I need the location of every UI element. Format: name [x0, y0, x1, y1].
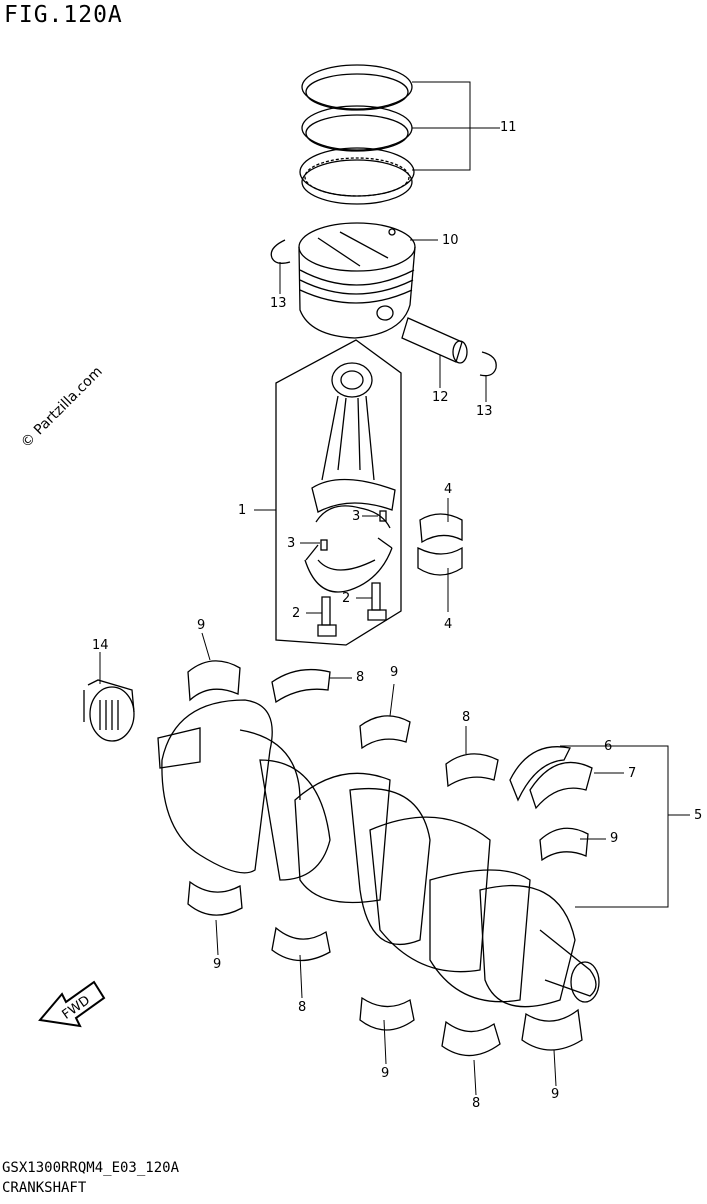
- callout-9[interactable]: 9: [197, 618, 206, 633]
- callout-9[interactable]: 9: [551, 1087, 560, 1102]
- callout-14[interactable]: 14: [92, 638, 109, 653]
- callout-9[interactable]: 9: [381, 1066, 390, 1081]
- figure-code: GSX1300RRQM4_E03_120A: [2, 1160, 180, 1176]
- callout-8[interactable]: 8: [462, 710, 471, 725]
- callout-3[interactable]: 3: [287, 536, 296, 551]
- leader-lines: [99, 81, 690, 1096]
- oil-seal[interactable]: [83, 679, 135, 742]
- connecting-rod[interactable]: [304, 362, 396, 593]
- circlip-left[interactable]: [270, 239, 291, 264]
- conrod-bearings[interactable]: [417, 513, 463, 576]
- figure-title: FIG.120A: [4, 2, 123, 28]
- figure-name: CRANKSHAFT: [2, 1180, 87, 1196]
- callout-9[interactable]: 9: [610, 831, 619, 846]
- callout-11[interactable]: 11: [500, 120, 517, 135]
- pin-lower[interactable]: [320, 539, 328, 551]
- conrod-group-outline: [275, 339, 402, 646]
- callout-2[interactable]: 2: [342, 591, 351, 606]
- circlip-right[interactable]: [479, 351, 497, 377]
- crankshaft[interactable]: [157, 699, 600, 1008]
- callout-2[interactable]: 2: [292, 606, 301, 621]
- piston-rings[interactable]: [299, 64, 415, 205]
- callout-13[interactable]: 13: [476, 404, 493, 419]
- callout-8[interactable]: 8: [472, 1096, 481, 1111]
- callout-9[interactable]: 9: [390, 665, 399, 680]
- conrod-bolts[interactable]: [317, 582, 387, 637]
- callout-6[interactable]: 6: [604, 739, 613, 754]
- callout-3[interactable]: 3: [352, 509, 361, 524]
- piston-pin[interactable]: [401, 317, 468, 364]
- callout-10[interactable]: 10: [442, 233, 459, 248]
- callout-8[interactable]: 8: [298, 1000, 307, 1015]
- callout-1[interactable]: 1: [238, 503, 247, 518]
- callout-13[interactable]: 13: [270, 296, 287, 311]
- main-bearings[interactable]: [187, 660, 593, 1057]
- callout-4[interactable]: 4: [444, 482, 453, 497]
- callout-9[interactable]: 9: [213, 957, 222, 972]
- callout-12[interactable]: 12: [432, 390, 449, 405]
- piston[interactable]: [298, 222, 416, 339]
- callout-4[interactable]: 4: [444, 617, 453, 632]
- callout-5[interactable]: 5: [694, 808, 703, 823]
- fwd-arrow: FWD: [38, 980, 106, 1028]
- pin-upper[interactable]: [379, 510, 387, 522]
- callout-8[interactable]: 8: [356, 670, 365, 685]
- callout-7[interactable]: 7: [628, 766, 637, 781]
